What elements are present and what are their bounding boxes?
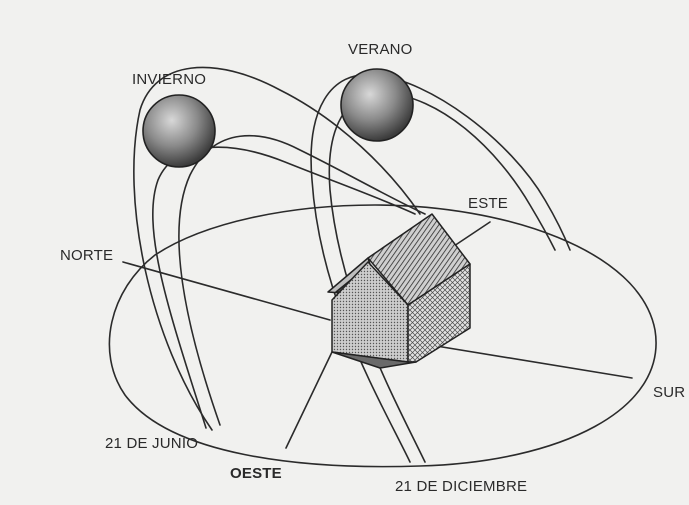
label-invierno: INVIERNO xyxy=(132,72,206,87)
label-sur: SUR xyxy=(653,385,685,400)
label-oeste: OESTE xyxy=(230,466,282,481)
house-icon xyxy=(328,214,470,368)
label-norte: NORTE xyxy=(60,248,113,263)
label-21-de-diciembre: 21 DE DICIEMBRE xyxy=(395,479,527,494)
label-21-de-junio: 21 DE JUNIO xyxy=(105,436,198,451)
west-line xyxy=(286,352,332,448)
summer-sun-icon xyxy=(341,69,413,141)
label-verano: VERANO xyxy=(348,42,413,57)
winter-sun-icon xyxy=(143,95,215,167)
label-este: ESTE xyxy=(468,196,508,211)
north-south-line-2 xyxy=(418,343,632,378)
north-south-line xyxy=(123,262,330,320)
